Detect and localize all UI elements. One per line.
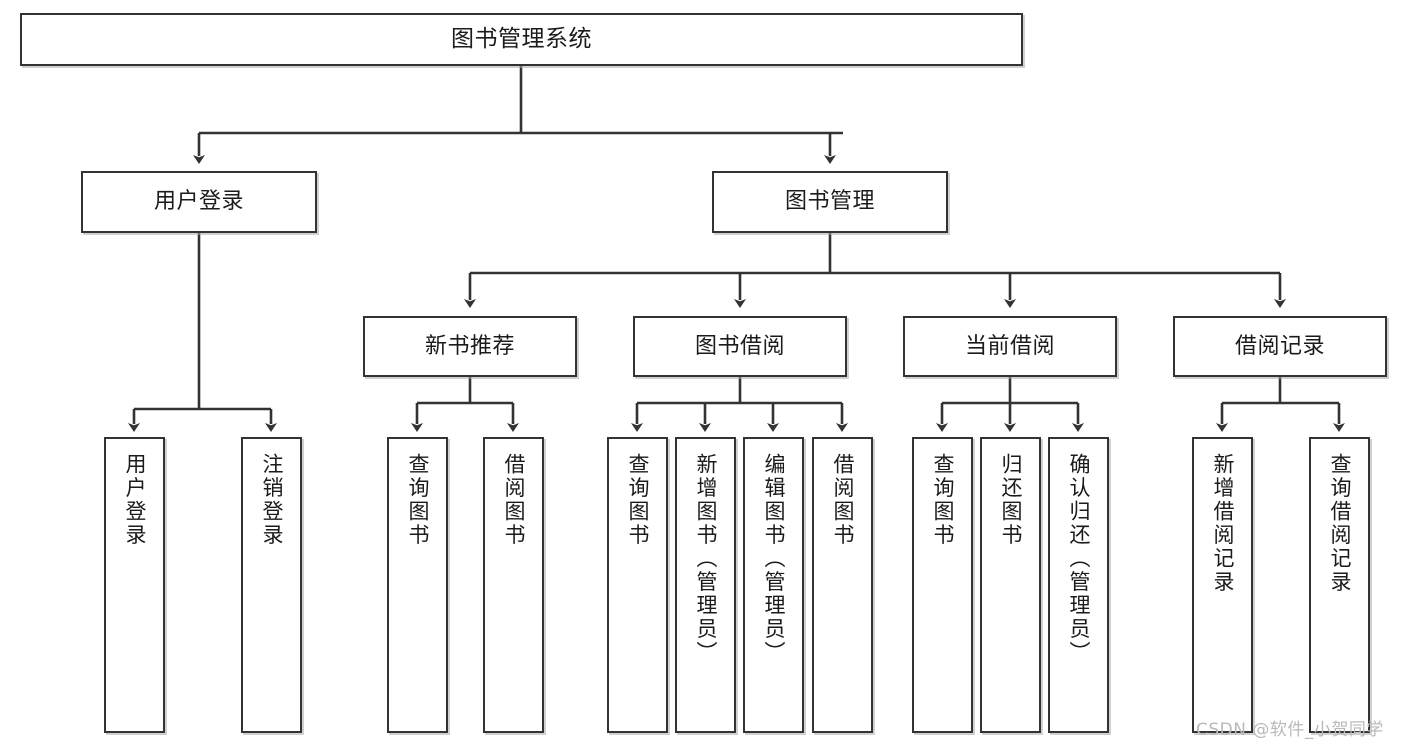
node-label: 用户登录 bbox=[123, 453, 147, 547]
node-label: 新增图书（管理员） bbox=[694, 453, 718, 665]
leaf-add-borrow-record[interactable]: 新增借阅记录 bbox=[1192, 437, 1253, 733]
leaf-query-book-borrow[interactable]: 查询图书 bbox=[607, 437, 668, 733]
node-label: 归还图书 bbox=[999, 453, 1023, 547]
leaf-edit-book-admin[interactable]: 编辑图书（管理员） bbox=[743, 437, 804, 733]
csdn-watermark: CSDN @软件_小贺同学 bbox=[1196, 720, 1384, 740]
node-label: 借阅记录 bbox=[1234, 333, 1325, 359]
leaf-add-book-admin[interactable]: 新增图书（管理员） bbox=[675, 437, 736, 733]
node-label: 确认归还（管理员） bbox=[1067, 453, 1091, 665]
leaf-query-book-new[interactable]: 查询图书 bbox=[387, 437, 448, 733]
node-label: 注销登录 bbox=[260, 453, 284, 547]
leaf-return-book[interactable]: 归还图书 bbox=[980, 437, 1041, 733]
leaf-logout[interactable]: 注销登录 bbox=[241, 437, 302, 733]
node-label: 查询借阅记录 bbox=[1328, 453, 1352, 594]
node-label: 新增借阅记录 bbox=[1211, 453, 1235, 594]
node-label: 图书管理 bbox=[784, 189, 875, 215]
node-label: 图书管理系统 bbox=[451, 25, 592, 52]
node-label: 编辑图书（管理员） bbox=[762, 453, 786, 665]
node-label: 借阅图书 bbox=[502, 453, 526, 547]
node-current-borrow[interactable]: 当前借阅 bbox=[903, 316, 1117, 377]
node-label: 用户登录 bbox=[153, 189, 244, 215]
leaf-borrow-book-borrow[interactable]: 借阅图书 bbox=[812, 437, 873, 733]
node-root-system[interactable]: 图书管理系统 bbox=[20, 13, 1023, 66]
node-label: 新书推荐 bbox=[424, 333, 515, 359]
node-label: 查询图书 bbox=[626, 453, 650, 547]
node-user-login[interactable]: 用户登录 bbox=[81, 171, 317, 233]
node-label: 当前借阅 bbox=[964, 333, 1055, 359]
leaf-query-book-current[interactable]: 查询图书 bbox=[912, 437, 973, 733]
leaf-confirm-return-admin[interactable]: 确认归还（管理员） bbox=[1048, 437, 1109, 733]
node-label: 查询图书 bbox=[931, 453, 955, 547]
leaf-query-borrow-record[interactable]: 查询借阅记录 bbox=[1309, 437, 1370, 733]
node-borrow-record[interactable]: 借阅记录 bbox=[1173, 316, 1387, 377]
node-book-management[interactable]: 图书管理 bbox=[712, 171, 948, 233]
node-new-book-recommend[interactable]: 新书推荐 bbox=[363, 316, 577, 377]
node-label: 查询图书 bbox=[406, 453, 430, 547]
leaf-borrow-book-new[interactable]: 借阅图书 bbox=[483, 437, 544, 733]
node-label: 借阅图书 bbox=[831, 453, 855, 547]
node-label: 图书借阅 bbox=[694, 333, 785, 359]
leaf-user-login[interactable]: 用户登录 bbox=[104, 437, 165, 733]
node-book-borrow[interactable]: 图书借阅 bbox=[633, 316, 847, 377]
